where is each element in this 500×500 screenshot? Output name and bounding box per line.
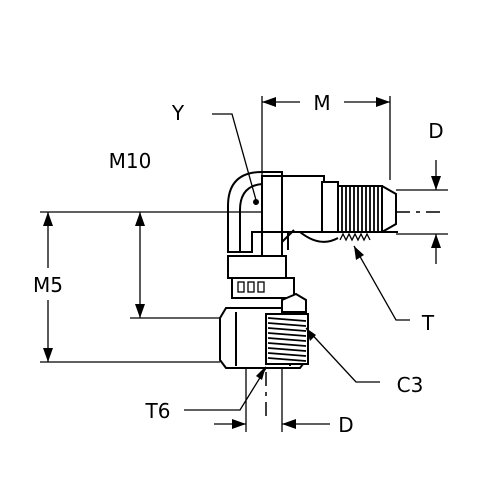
label-t: T [421, 311, 435, 335]
label-m: M [313, 91, 330, 115]
label-d-top: D [428, 119, 443, 143]
label-m5: M5 [33, 273, 63, 297]
leader-y: Y [171, 101, 259, 205]
leader-t: T [353, 245, 435, 335]
swivel-nut [219, 255, 309, 369]
dimension-d-bottom: D [214, 368, 354, 437]
label-d-bottom: D [338, 413, 353, 437]
male-thread [299, 181, 397, 243]
label-c3: C3 [397, 373, 424, 397]
label-m10: M10 [109, 149, 152, 173]
label-y: Y [171, 101, 185, 125]
label-t6: T6 [145, 399, 171, 423]
dimension-m5: M5 [33, 212, 220, 363]
leader-c3: C3 [305, 327, 424, 397]
dimension-m10: M10 [40, 149, 262, 319]
dimension-m: M [261, 91, 391, 180]
leader-t6: T6 [145, 366, 267, 423]
dimension-d-top: D [396, 119, 448, 264]
